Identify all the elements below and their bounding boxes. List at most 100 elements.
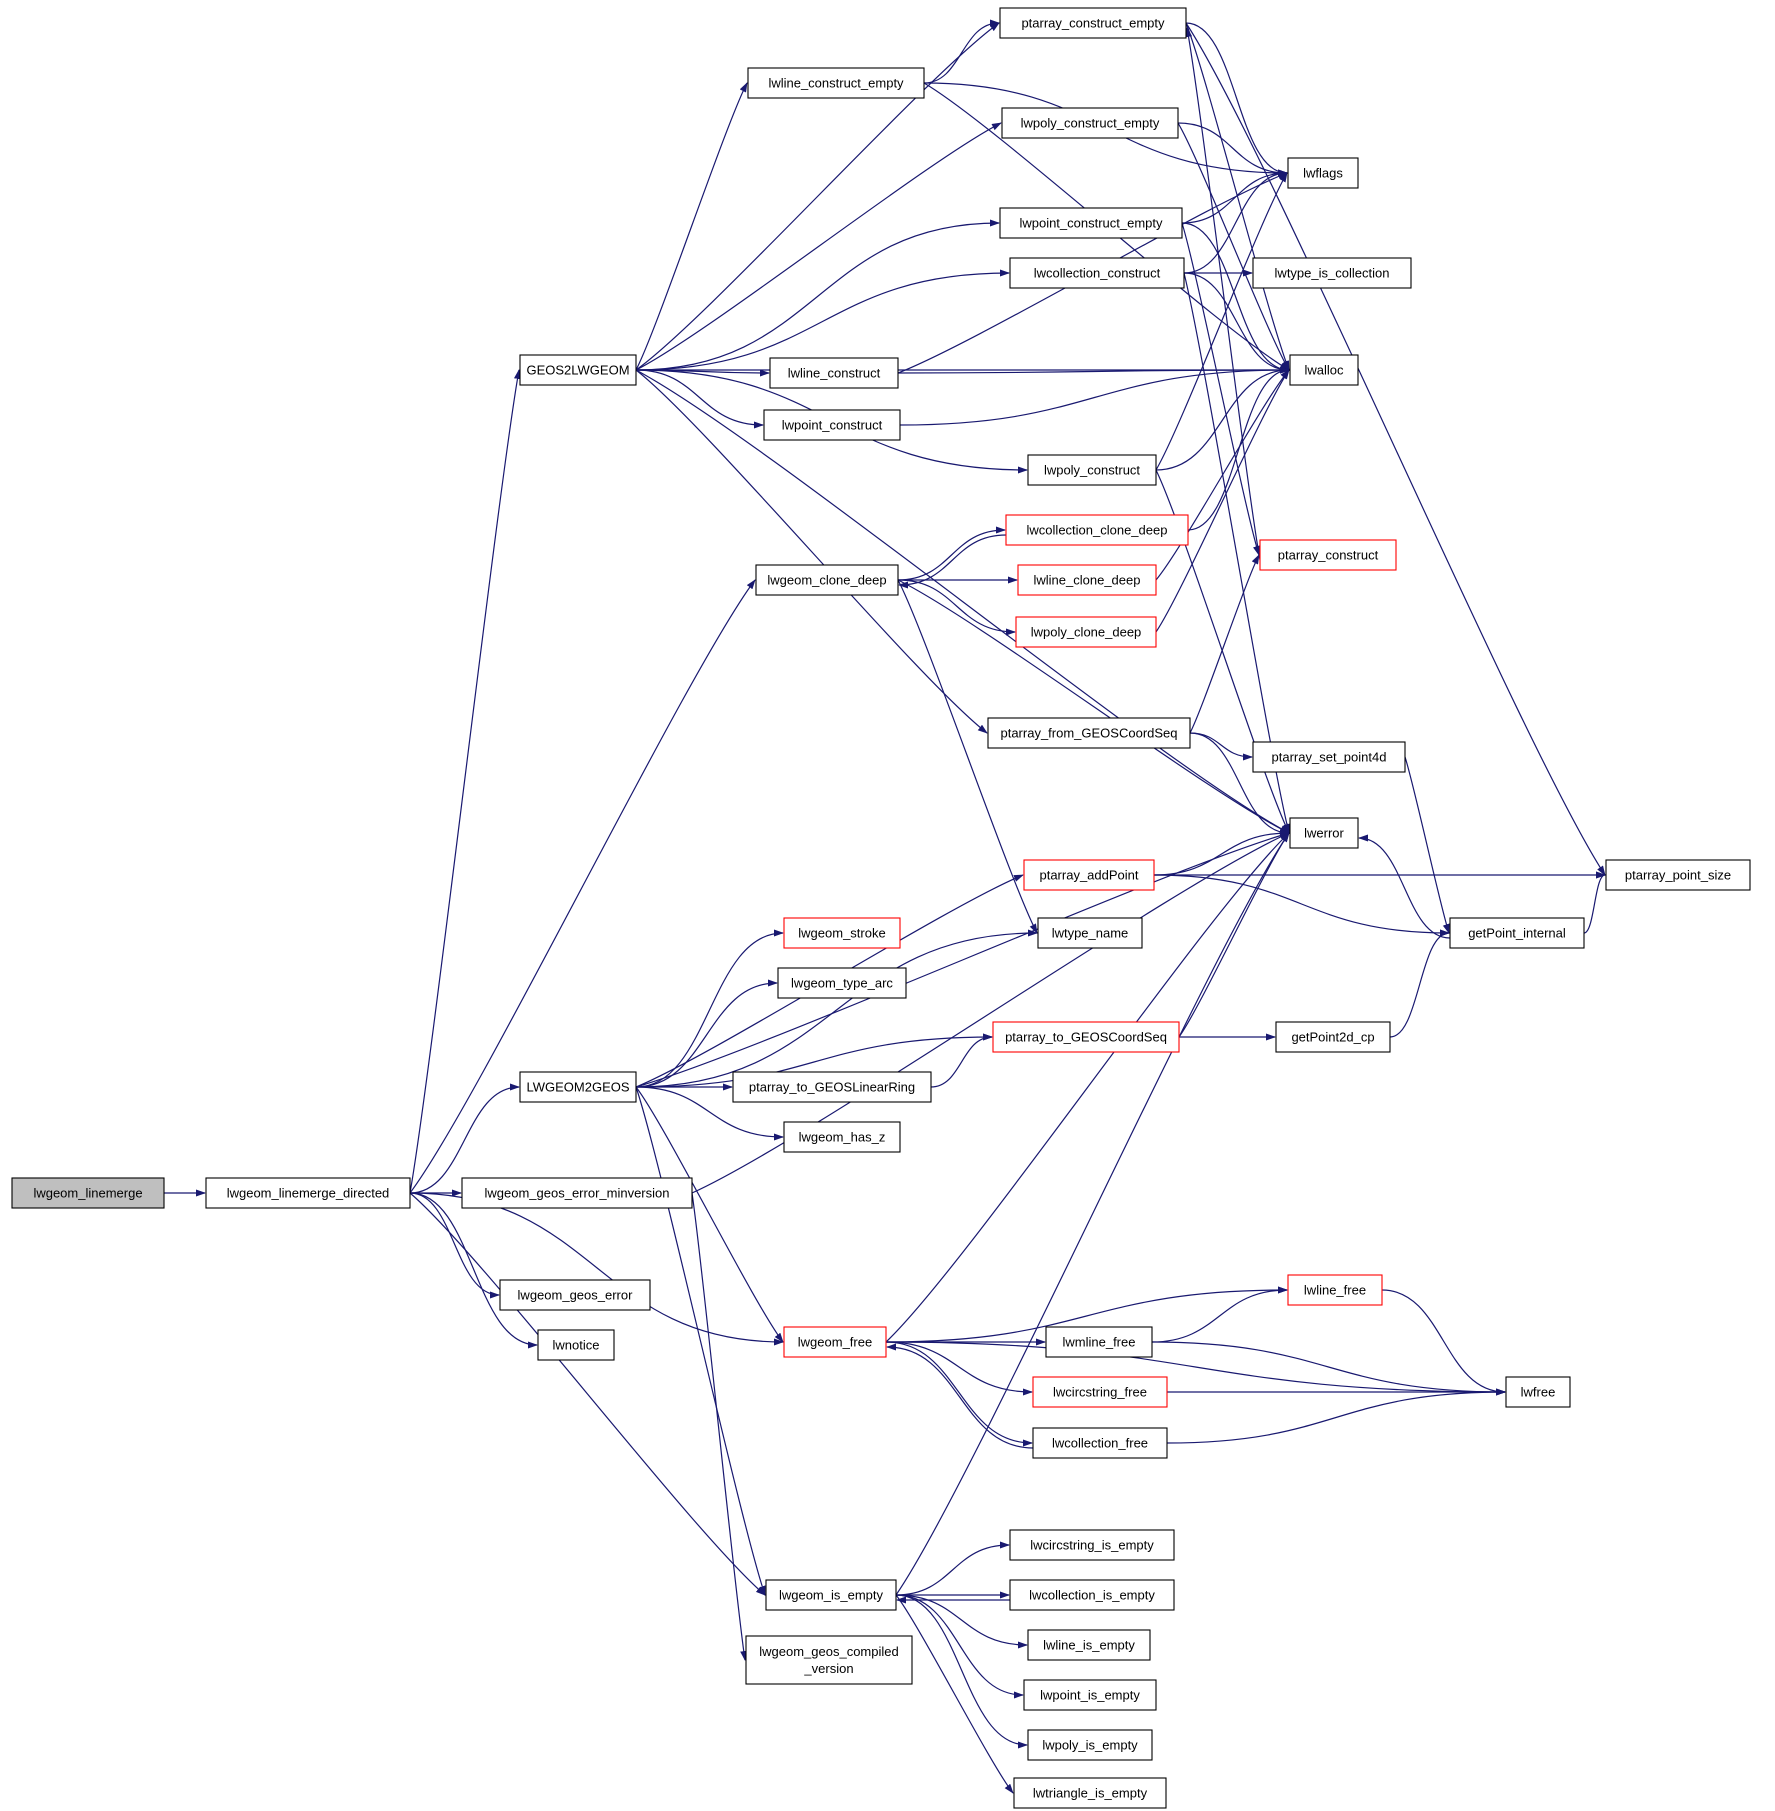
node-getPoint_internal[interactable]: getPoint_internal	[1449, 917, 1585, 949]
node-lwerror[interactable]: lwerror	[1289, 817, 1359, 849]
node-label: lwcircstring_is_empty	[1030, 1538, 1154, 1553]
node-lwline_is_empty[interactable]: lwline_is_empty	[1027, 1629, 1151, 1661]
node-ptarray_set_point4d[interactable]: ptarray_set_point4d	[1252, 741, 1406, 773]
node-box	[1015, 616, 1157, 648]
node-box	[1449, 917, 1585, 949]
edge-lwgeom_free-to-lwerror	[885, 832, 1290, 1343]
node-lwtype_name[interactable]: lwtype_name	[1037, 917, 1143, 949]
node-lwline_free[interactable]: lwline_free	[1287, 1274, 1383, 1306]
edge-lwgeom_free-to-lwcollection_free	[885, 1341, 1033, 1447]
node-lwalloc[interactable]: lwalloc	[1289, 354, 1359, 386]
node-box	[205, 1177, 411, 1209]
node-lwline_clone_deep[interactable]: lwline_clone_deep	[1017, 564, 1157, 596]
edge-lwmline_free-to-lwfree	[1151, 1341, 1506, 1396]
node-lwcollection_free[interactable]: lwcollection_free	[1032, 1427, 1168, 1459]
node-ptarray_from_GEOSCoordSeq[interactable]: ptarray_from_GEOSCoordSeq	[987, 717, 1191, 749]
edge-lwgeom_is_empty-to-lwcircstring_is_empty	[895, 1541, 1010, 1596]
node-lwpoly_clone_deep[interactable]: lwpoly_clone_deep	[1015, 616, 1157, 648]
node-lwcollection_is_empty[interactable]: lwcollection_is_empty	[1009, 1579, 1175, 1611]
node-lwpoly_is_empty[interactable]: lwpoly_is_empty	[1027, 1729, 1153, 1761]
node-getPoint2d_cp[interactable]: getPoint2d_cp	[1275, 1021, 1391, 1053]
node-lwpoly_construct[interactable]: lwpoly_construct	[1027, 454, 1157, 486]
node-lwflags[interactable]: lwflags	[1287, 157, 1359, 189]
node-box	[519, 1071, 637, 1103]
edge-lwgeom_clone_deep-to-lwpoly_clone_deep	[897, 579, 1016, 636]
node-lwgeom_geos_error_minversion[interactable]: lwgeom_geos_error_minversion	[461, 1177, 693, 1209]
edge-ptarray_construct_empty-to-ptarray_point_size	[1185, 22, 1606, 876]
node-label: LWGEOM2GEOS	[526, 1080, 629, 1095]
node-lwline_construct[interactable]: lwline_construct	[769, 357, 899, 389]
node-box	[1032, 1376, 1168, 1408]
node-box	[1023, 859, 1155, 891]
node-ptarray_to_GEOSCoordSeq[interactable]: ptarray_to_GEOSCoordSeq	[992, 1021, 1180, 1053]
node-ptarray_construct[interactable]: ptarray_construct	[1259, 539, 1397, 571]
node-LWGEOM2GEOS[interactable]: LWGEOM2GEOS	[519, 1071, 637, 1103]
node-lwcircstring_free[interactable]: lwcircstring_free	[1032, 1376, 1168, 1408]
node-lwgeom_linemerge[interactable]: lwgeom_linemerge	[11, 1177, 165, 1209]
node-box	[1505, 1376, 1571, 1408]
node-label: lwgeom_is_empty	[779, 1588, 884, 1603]
node-lwcollection_clone_deep[interactable]: lwcollection_clone_deep	[1005, 514, 1189, 546]
edge-ptarray_to_GEOSLinearRing-to-ptarray_to_GEOSCoordSeq	[930, 1033, 993, 1088]
node-lwgeom_stroke[interactable]: lwgeom_stroke	[783, 917, 901, 949]
node-label: getPoint2d_cp	[1291, 1030, 1374, 1045]
node-ptarray_to_GEOSLinearRing[interactable]: ptarray_to_GEOSLinearRing	[732, 1071, 932, 1103]
node-label: lwtriangle_is_empty	[1033, 1786, 1148, 1801]
node-lwtriangle_is_empty[interactable]: lwtriangle_is_empty	[1013, 1777, 1167, 1809]
node-ptarray_addPoint[interactable]: ptarray_addPoint	[1023, 859, 1155, 891]
edge-LWGEOM2GEOS-to-lwgeom_type_arc	[635, 979, 778, 1088]
node-label: lwcircstring_free	[1053, 1385, 1147, 1400]
node-label: lwgeom_type_arc	[791, 976, 893, 991]
node-ptarray_point_size[interactable]: ptarray_point_size	[1605, 859, 1751, 891]
node-label: lwpoint_construct_empty	[1019, 216, 1163, 231]
node-lwpoint_construct[interactable]: lwpoint_construct	[763, 409, 901, 441]
edge-LWGEOM2GEOS-to-lwgeom_stroke	[635, 929, 784, 1088]
node-label: ptarray_set_point4d	[1272, 750, 1387, 765]
node-lwline_construct_empty[interactable]: lwline_construct_empty	[747, 67, 925, 99]
node-lwcollection_construct[interactable]: lwcollection_construct	[1009, 257, 1185, 289]
edge-lwline_construct-to-lwalloc	[897, 366, 1290, 374]
node-lwgeom_free[interactable]: lwgeom_free	[783, 1326, 887, 1358]
edge-lwpoly_construct_empty-to-lwalloc	[1177, 122, 1290, 371]
node-label: lwpoly_clone_deep	[1031, 625, 1142, 640]
node-box	[1009, 1579, 1175, 1611]
edge-lwgeom_clone_deep-to-lwerror	[897, 579, 1290, 834]
node-lwgeom_clone_deep[interactable]: lwgeom_clone_deep	[755, 564, 899, 596]
edge-lwline_clone_deep-to-lwalloc	[1155, 369, 1290, 581]
edge-ptarray_construct-to-ptarray_construct_empty	[1185, 27, 1261, 561]
node-lwgeom_type_arc[interactable]: lwgeom_type_arc	[777, 967, 907, 999]
edge-ptarray_construct_empty-to-lwalloc	[1185, 22, 1290, 371]
edge-getPoint_internal-to-ptarray_point_size	[1583, 871, 1606, 934]
node-ptarray_construct_empty[interactable]: ptarray_construct_empty	[999, 7, 1187, 39]
edge-lwgeom_is_empty-to-lwpoint_is_empty	[895, 1594, 1024, 1699]
node-lwcircstring_is_empty[interactable]: lwcircstring_is_empty	[1009, 1529, 1175, 1561]
edge-lwmline_free-to-lwline_free	[1151, 1286, 1288, 1343]
node-lwmline_free[interactable]: lwmline_free	[1045, 1326, 1153, 1358]
node-lwgeom_geos_error[interactable]: lwgeom_geos_error	[499, 1279, 651, 1311]
node-lwpoint_construct_empty[interactable]: lwpoint_construct_empty	[999, 207, 1183, 239]
node-label: lwflags	[1303, 166, 1343, 181]
node-lwgeom_is_empty[interactable]: lwgeom_is_empty	[765, 1579, 897, 1611]
node-box	[499, 1279, 651, 1311]
node-label: lwfree	[1521, 1385, 1556, 1400]
node-lwnotice[interactable]: lwnotice	[537, 1329, 615, 1361]
node-GEOS2LWGEOM[interactable]: GEOS2LWGEOM	[519, 354, 637, 386]
edge-ptarray_from_GEOSCoordSeq-to-lwerror	[1189, 732, 1290, 837]
node-lwtype_is_collection[interactable]: lwtype_is_collection	[1252, 257, 1412, 289]
edge-LWGEOM2GEOS-to-ptarray_to_GEOSCoordSeq	[635, 1033, 993, 1088]
node-box	[732, 1071, 932, 1103]
node-lwfree[interactable]: lwfree	[1505, 1376, 1571, 1408]
node-box	[1017, 564, 1157, 596]
node-lwgeom_linemerge_directed[interactable]: lwgeom_linemerge_directed	[205, 1177, 411, 1209]
node-lwpoint_is_empty[interactable]: lwpoint_is_empty	[1023, 1679, 1157, 1711]
node-label: lwline_clone_deep	[1034, 573, 1141, 588]
node-label: lwcollection_clone_deep	[1027, 523, 1168, 538]
edge-lwpoly_construct-to-lwalloc	[1155, 366, 1290, 471]
node-label: lwpoint_construct	[782, 418, 883, 433]
node-box	[1275, 1021, 1391, 1053]
node-label: lwtype_name	[1052, 926, 1129, 941]
node-lwgeom_geos_compiled_version[interactable]: lwgeom_geos_compiled_version	[745, 1635, 913, 1685]
node-lwpoly_construct_empty[interactable]: lwpoly_construct_empty	[1001, 107, 1179, 139]
node-lwgeom_has_z[interactable]: lwgeom_has_z	[783, 1121, 901, 1153]
